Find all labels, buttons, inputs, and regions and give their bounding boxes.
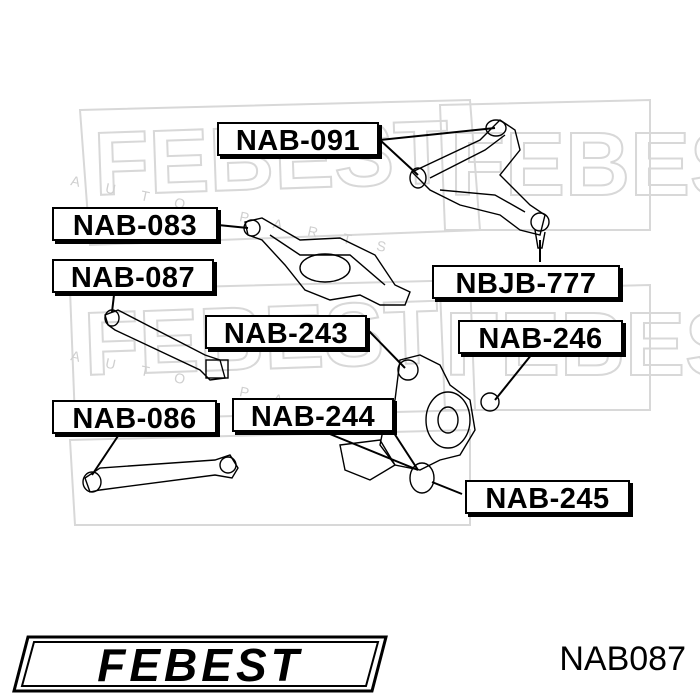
label-nab-243: NAB-243: [205, 315, 367, 350]
label-nab-087: NAB-087: [52, 259, 214, 294]
part-number: NAB087: [559, 640, 686, 678]
logo-text: FEBEST: [97, 639, 302, 691]
label-nab-246: NAB-246: [458, 320, 623, 355]
watermark-text-1: FEBEST: [92, 103, 450, 215]
label-nab-083: NAB-083: [52, 207, 218, 242]
label-nbjb-777: NBJB-777: [432, 265, 620, 300]
label-nab-086: NAB-086: [52, 400, 217, 435]
watermark-text-3: FEBEST: [450, 115, 700, 215]
lower-arm: [243, 217, 411, 306]
leader-lines: [91, 127, 541, 495]
lower-link: [82, 454, 239, 493]
watermark-background: FEBEST FEBEST FEBEST FEBEST AUTO PARTS A…: [68, 98, 700, 526]
label-nab-091: NAB-091: [217, 122, 379, 157]
label-nab-245: NAB-245: [465, 480, 630, 515]
label-nab-244: NAB-244: [232, 398, 394, 433]
febest-logo: FEBEST: [12, 635, 388, 693]
